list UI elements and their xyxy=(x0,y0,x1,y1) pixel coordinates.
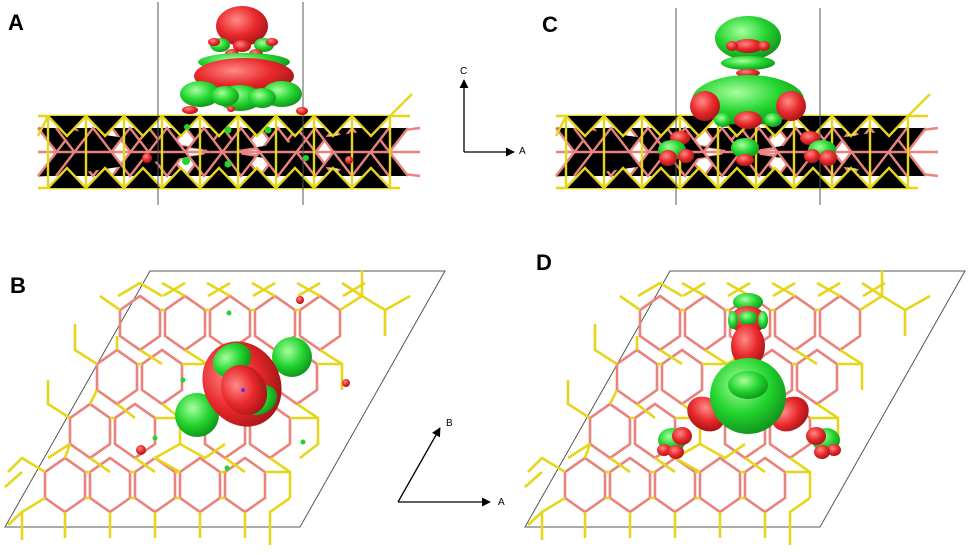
panel-b-isosurface xyxy=(136,296,350,471)
panel-a-cell-lines xyxy=(157,2,304,205)
panel-c-cell-lines xyxy=(675,8,821,205)
panel-label-b: B xyxy=(10,273,26,298)
panel-a-slab xyxy=(36,93,421,190)
axis-label-a-top: A xyxy=(498,497,505,508)
axes-top-view xyxy=(397,427,491,507)
panel-c-isosurface xyxy=(658,16,837,166)
panel-a-isosurface xyxy=(142,6,353,168)
axes-side-view xyxy=(459,79,515,157)
panel-label-a: A xyxy=(8,10,24,35)
axis-label-a-side: A xyxy=(519,146,526,157)
axis-b-arrow xyxy=(397,427,441,503)
panel-b-unit-cell xyxy=(4,270,446,528)
panel-label-c: C xyxy=(542,12,558,37)
panel-label-d: D xyxy=(536,250,552,275)
axis-label-b: B xyxy=(446,418,453,429)
panel-d-unit-cell xyxy=(524,270,966,528)
panel-d-isosurface xyxy=(657,293,841,459)
axis-label-c: C xyxy=(460,66,468,77)
